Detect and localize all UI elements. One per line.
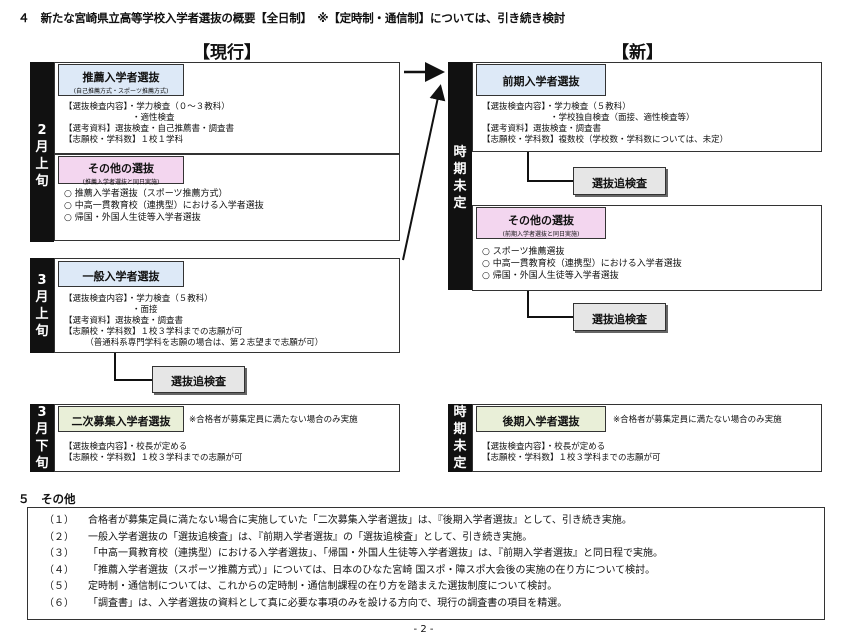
band-mar-late: 3 月 下 旬 — [30, 404, 54, 472]
zenki-panel — [472, 62, 822, 152]
niji-details: 【選抜検査内容】・校長が定める 【志願校・学科数】１校３学科までの志願が可 — [64, 442, 243, 463]
transition-arrows — [402, 62, 446, 261]
list-item: （６）「調査書」は、入学者選抜の資料として真に必要な事項のみを設ける方向で、現行… — [44, 597, 568, 609]
current-header: 【現行】 — [193, 43, 261, 63]
section-5-box: （１）合格者が募集定員に満たない場合に実施していた「二次募集入学者選抜」は、『後… — [27, 507, 825, 620]
current-sonota-label: その他の選抜 (推薦入学者選抜と同日実施) — [58, 156, 184, 186]
list-item: （５）定時制・通信制については、これからの定時制・通信制課程の在り方を踏まえた選… — [44, 581, 558, 592]
arrow-up-icon — [402, 84, 446, 261]
list-item: ○ 帰国・外国人生徒等入学者選抜 — [64, 213, 201, 223]
list-item: （１）合格者が募集定員に満たない場合に実施していた「二次募集入学者選抜」は、『後… — [44, 515, 632, 526]
kouki-label: 後期入学者選抜 — [476, 406, 606, 432]
zenki-details: 【選抜検査内容】・学力検査（５教科） ・学校独自検査（面接、適性検査等） 【選考… — [482, 102, 729, 145]
connector-line — [527, 316, 573, 318]
band-undecided: 時 期 未 定 — [448, 62, 472, 290]
niji-label: 二次募集入学者選抜 — [58, 406, 184, 432]
kouki-note: ※合格者が募集定員に満たない場合のみ実施 — [613, 415, 782, 425]
connector-line — [114, 379, 152, 381]
current-tsuika-box: 選抜追検査 — [152, 366, 245, 393]
ippan-label: 一般入学者選抜 — [58, 261, 184, 287]
list-item: ○ 推薦入学者選抜（スポーツ推薦方式） — [64, 189, 228, 199]
connector-line — [527, 152, 529, 181]
list-item: （２）一般入学者選抜の「選抜追検査」は、『前期入学者選抜』の「選抜追検査」として… — [44, 531, 533, 543]
kouki-details: 【選抜検査内容】・校長が定める 【志願校・学科数】１校３学科までの志願が可 — [482, 442, 661, 463]
new-tsuika-box-1: 選抜追検査 — [573, 167, 666, 195]
list-item: ○ スポーツ推薦選抜 — [482, 247, 565, 257]
list-item: （４）「推薦入学者選抜（スポーツ推薦方式）」については、日本のひなた宮崎 国スポ… — [44, 564, 656, 576]
ippan-details: 【選抜検査内容】・学力検査（５教科） ・面接 【選考資料】選抜検査・調査書 【志… — [64, 294, 324, 348]
list-item: ○ 中高一貫教育校（連携型）における入学者選抜 — [64, 201, 264, 211]
list-item: （３）「中高一貫教育校（連携型）における入学者選抜」、「帰国・外国人生徒等入学者… — [44, 548, 663, 559]
current-sonota-list: ○ 推薦入学者選抜（スポーツ推薦方式） ○ 中高一貫教育校（連携型）における入学… — [64, 188, 264, 224]
list-item: ○ 帰国・外国人生徒等入学者選抜 — [482, 271, 619, 281]
new-tsuika-box-2: 選抜追検査 — [573, 303, 666, 331]
zenki-label: 前期入学者選抜 — [476, 64, 606, 96]
new-header: 【新】 — [612, 43, 663, 63]
new-sonota-list: ○ スポーツ推薦選抜 ○ 中高一貫教育校（連携型）における入学者選抜 ○ 帰国・… — [482, 246, 682, 282]
list-item: ○ 中高一貫教育校（連携型）における入学者選抜 — [482, 259, 682, 269]
page-number: - 2 - — [413, 624, 434, 635]
band-mar-early: 3 月 上 旬 — [30, 258, 54, 353]
connector-line — [527, 291, 529, 317]
niji-note: ※合格者が募集定員に満たない場合のみ実施 — [189, 415, 358, 425]
suisen-label: 推薦入学者選抜 (自己推薦方式・スポーツ推薦方式) — [58, 64, 184, 96]
band-feb-early: 2 月 上 旬 — [30, 62, 54, 242]
connector-line — [527, 180, 573, 182]
new-sonota-label: その他の選抜 (前期入学者選抜と同日実施) — [476, 207, 606, 239]
page-title: ４ 新たな宮崎県立高等学校入学者選抜の概要【全日制】 ※【定時制・通信制】につい… — [18, 11, 566, 25]
suisen-details: 【選抜検査内容】・学力検査（０～３教科） ・適性検査 【選考資料】選抜検査・自己… — [64, 102, 235, 145]
band-undecided-late: 時 期 未 定 — [448, 404, 472, 472]
section-5-title: ５ その他 — [18, 492, 76, 506]
connector-line — [114, 353, 116, 380]
